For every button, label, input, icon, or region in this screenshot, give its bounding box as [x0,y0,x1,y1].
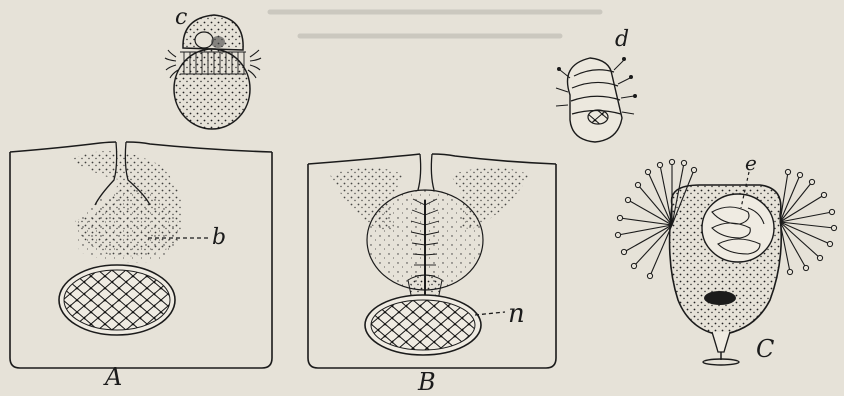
figure-B-cell [308,154,556,368]
label-e: e [745,151,757,175]
label-c: c [175,5,187,30]
label-C: C [756,335,774,363]
faded-show-through-text [270,12,600,36]
figure-A-cell [10,142,272,368]
figure-d-organism [556,58,637,143]
label-n: n [508,299,525,329]
label-d: d [615,27,629,52]
label-A: A [103,363,122,391]
label-B: B [417,368,436,396]
label-b: b [212,225,226,250]
figure-C-organism [615,159,836,365]
figure-c-organism [165,15,261,129]
